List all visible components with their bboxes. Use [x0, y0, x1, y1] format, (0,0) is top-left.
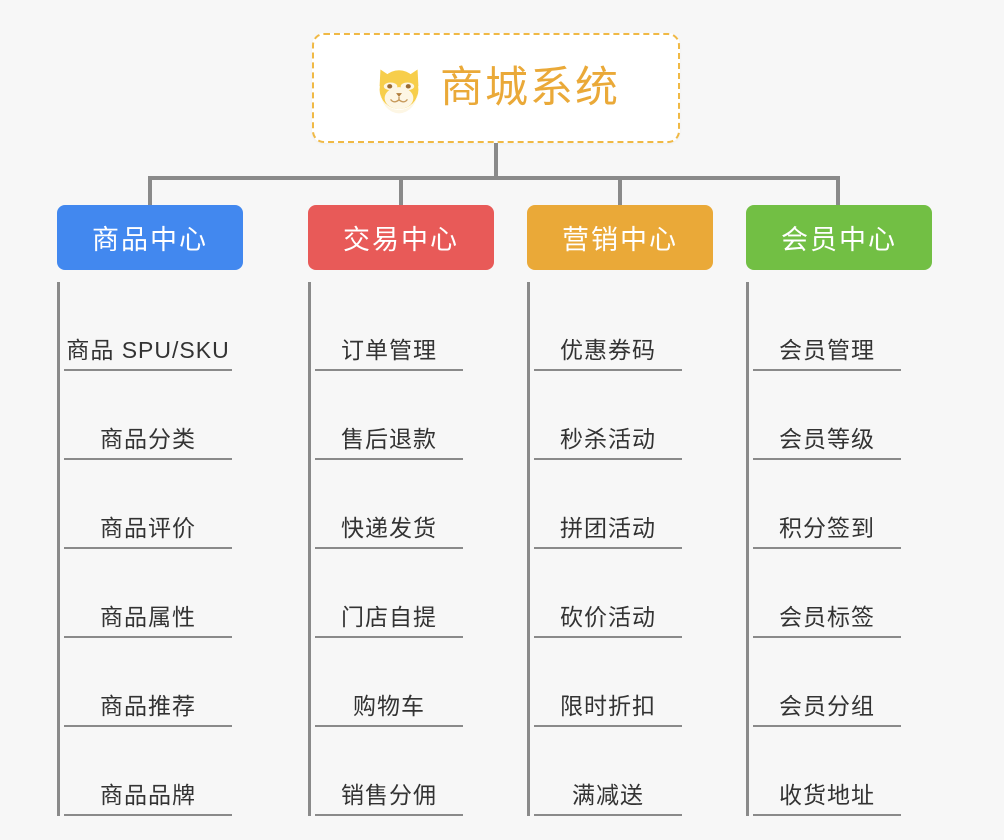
list-item[interactable]: 门店自提: [315, 549, 463, 638]
list-item[interactable]: 购物车: [315, 638, 463, 727]
category-header-marketing-center[interactable]: 营销中心: [527, 205, 713, 270]
category-label: 交易中心: [343, 225, 459, 255]
list-item[interactable]: 订单管理: [315, 282, 463, 371]
list-item[interactable]: 砍价活动: [534, 549, 682, 638]
list-item[interactable]: 会员分组: [753, 638, 901, 727]
list-item[interactable]: 商品评价: [64, 460, 232, 549]
branch-column-product-center: 商品中心 商品 SPU/SKU 商品分类 商品评价 商品属性 商品推荐 商品品牌: [57, 205, 243, 816]
category-header-member-center[interactable]: 会员中心: [746, 205, 932, 270]
list-item[interactable]: 售后退款: [315, 371, 463, 460]
branch-column-member-center: 会员中心 会员管理 会员等级 积分签到 会员标签 会员分组 收货地址: [746, 205, 932, 816]
connector-drop-2: [618, 176, 622, 207]
leaf-list-trade-center: 订单管理 售后退款 快递发货 门店自提 购物车 销售分佣: [308, 282, 494, 816]
list-item[interactable]: 积分签到: [753, 460, 901, 549]
root-node-shop-system[interactable]: 商城系统: [312, 33, 680, 143]
branch-column-trade-center: 交易中心 订单管理 售后退款 快递发货 门店自提 购物车 销售分佣: [308, 205, 494, 816]
list-item[interactable]: 会员等级: [753, 371, 901, 460]
leaf-list-marketing-center: 优惠券码 秒杀活动 拼团活动 砍价活动 限时折扣 满减送: [527, 282, 713, 816]
list-item[interactable]: 收货地址: [753, 727, 901, 816]
root-title-label: 商城系统: [440, 63, 620, 112]
category-header-product-center[interactable]: 商品中心: [57, 205, 243, 270]
list-item[interactable]: 快递发货: [315, 460, 463, 549]
list-item[interactable]: 满减送: [534, 727, 682, 816]
category-label: 营销中心: [562, 225, 678, 255]
list-item[interactable]: 销售分佣: [315, 727, 463, 816]
list-item[interactable]: 商品品牌: [64, 727, 232, 816]
connector-horizontal-bus: [148, 176, 840, 180]
list-item[interactable]: 秒杀活动: [534, 371, 682, 460]
list-item[interactable]: 商品推荐: [64, 638, 232, 727]
list-item[interactable]: 拼团活动: [534, 460, 682, 549]
connector-drop-0: [148, 176, 152, 207]
leaf-list-product-center: 商品 SPU/SKU 商品分类 商品评价 商品属性 商品推荐 商品品牌: [57, 282, 243, 816]
leaf-list-member-center: 会员管理 会员等级 积分签到 会员标签 会员分组 收货地址: [746, 282, 932, 816]
list-item[interactable]: 商品属性: [64, 549, 232, 638]
list-item[interactable]: 优惠券码: [534, 282, 682, 371]
connector-drop-3: [836, 176, 840, 207]
category-label: 会员中心: [781, 225, 897, 255]
connector-drop-1: [399, 176, 403, 207]
category-header-trade-center[interactable]: 交易中心: [308, 205, 494, 270]
list-item[interactable]: 限时折扣: [534, 638, 682, 727]
category-label: 商品中心: [92, 225, 208, 255]
list-item[interactable]: 会员标签: [753, 549, 901, 638]
list-item[interactable]: 会员管理: [753, 282, 901, 371]
list-item[interactable]: 商品分类: [64, 371, 232, 460]
connector-root-stem: [494, 143, 498, 179]
branch-column-marketing-center: 营销中心 优惠券码 秒杀活动 拼团活动 砍价活动 限时折扣 满减送: [527, 205, 713, 816]
list-item[interactable]: 商品 SPU/SKU: [64, 282, 232, 371]
shiba-dog-icon: [379, 69, 419, 114]
